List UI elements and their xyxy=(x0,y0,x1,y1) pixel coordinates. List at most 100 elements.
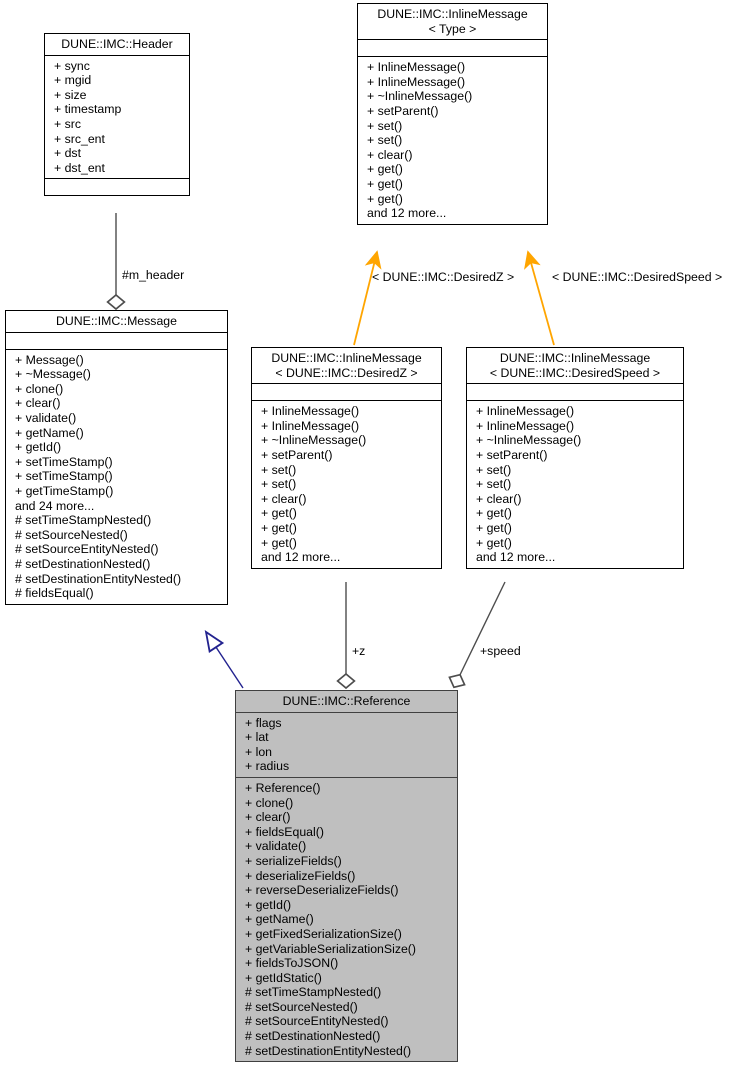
edge-label-speed: +speed xyxy=(480,644,521,658)
edge-speed xyxy=(448,581,506,689)
member-row: + get() xyxy=(261,520,297,535)
class-title: DUNE::IMC::Header xyxy=(61,37,173,51)
member-row: + get() xyxy=(476,506,512,521)
member-row: + clear() xyxy=(476,491,522,506)
member-row: + validate() xyxy=(245,839,307,854)
member-row: # setSourceEntityNested() xyxy=(245,1014,389,1029)
member-row: and 12 more... xyxy=(261,550,341,565)
member-row: + ~InlineMessage() xyxy=(367,89,473,104)
member-row: + getTimeStamp() xyxy=(15,483,114,498)
attributes-compartment: + sync+ mgid+ size+ timestamp+ src+ src_… xyxy=(45,56,189,179)
compartment-divider xyxy=(6,348,227,350)
compartment-divider xyxy=(358,39,547,41)
member-row: + set() xyxy=(261,462,297,477)
class-title: DUNE::IMC::InlineMessage < DUNE::IMC::De… xyxy=(271,351,422,380)
operations-compartment: + InlineMessage()+ InlineMessage()+ ~Inl… xyxy=(467,401,683,568)
class-node-inlinemessage-desiredspeed[interactable]: DUNE::IMC::InlineMessage < DUNE::IMC::De… xyxy=(466,347,684,569)
member-row: + clear() xyxy=(367,147,413,162)
member-row: + InlineMessage() xyxy=(261,404,360,419)
member-row: + Reference() xyxy=(245,780,321,795)
operations-compartment: + InlineMessage()+ InlineMessage()+ ~Inl… xyxy=(252,401,441,568)
class-title: DUNE::IMC::InlineMessage < Type > xyxy=(377,7,528,36)
class-node-inlinemessage-type[interactable]: DUNE::IMC::InlineMessage < Type > + Inli… xyxy=(357,3,548,225)
member-row: + getName() xyxy=(15,425,84,440)
member-row: + validate() xyxy=(15,410,77,425)
member-row: + set() xyxy=(476,477,512,492)
member-row: + set() xyxy=(476,462,512,477)
member-row: + ~InlineMessage() xyxy=(476,433,582,448)
member-row: + fieldsToJSON() xyxy=(245,956,339,971)
member-row: + get() xyxy=(261,535,297,550)
member-row: + InlineMessage() xyxy=(476,404,575,419)
member-row: # setDestinationNested() xyxy=(245,1029,381,1044)
member-row: # setSourceNested() xyxy=(245,999,358,1014)
member-row: + set() xyxy=(367,118,403,133)
member-row: + setParent() xyxy=(476,447,548,462)
class-title: DUNE::IMC::Reference xyxy=(282,694,411,708)
operations-compartment: + Message()+ ~Message()+ clone()+ clear(… xyxy=(6,350,227,604)
attributes-compartment xyxy=(252,384,441,400)
compartment-divider xyxy=(252,383,441,385)
edge-label-template-desiredspeed: < DUNE::IMC::DesiredSpeed > xyxy=(552,270,723,284)
edge-label-z: +z xyxy=(352,644,366,658)
member-row: + mgid xyxy=(54,73,92,88)
member-row: + InlineMessage() xyxy=(476,418,575,433)
member-row: + getName() xyxy=(245,912,314,927)
member-row: + src_ent xyxy=(54,131,105,146)
member-row: + sync xyxy=(54,58,90,73)
member-row: and 24 more... xyxy=(15,498,95,513)
member-row: # setSourceNested() xyxy=(15,527,128,542)
compartment-divider xyxy=(358,56,547,58)
class-node-header[interactable]: DUNE::IMC::Header + sync+ mgid+ size+ ti… xyxy=(44,33,190,197)
member-row: + clear() xyxy=(15,396,61,411)
member-row: # setDestinationEntityNested() xyxy=(245,1043,412,1058)
member-row: + getId() xyxy=(15,440,62,455)
member-row: + dst xyxy=(54,146,82,161)
member-row: + get() xyxy=(476,520,512,535)
member-row: + set() xyxy=(261,477,297,492)
member-row: + src xyxy=(54,116,81,131)
member-row: + get() xyxy=(367,191,403,206)
edge-label-template-desiredz: < DUNE::IMC::DesiredZ > xyxy=(372,270,515,284)
member-row: + size xyxy=(54,87,87,102)
member-row: and 12 more... xyxy=(367,206,447,221)
member-row: + clone() xyxy=(245,795,294,810)
class-title: DUNE::IMC::Message xyxy=(56,314,177,328)
member-row: + deserializeFields() xyxy=(245,868,356,883)
class-node-reference[interactable]: DUNE::IMC::Reference + flags+ lat+ lon+ … xyxy=(235,690,458,1063)
member-row: + clear() xyxy=(261,491,307,506)
edge-template-desiredz xyxy=(353,250,382,346)
member-row: + ~InlineMessage() xyxy=(261,433,367,448)
member-row: + InlineMessage() xyxy=(367,74,466,89)
member-row: # setSourceEntityNested() xyxy=(15,542,159,557)
compartment-divider xyxy=(6,331,227,333)
member-row: + dst_ent xyxy=(54,160,105,175)
member-row: # setTimeStampNested() xyxy=(15,513,152,528)
compartment-divider xyxy=(467,383,683,385)
member-row: + get() xyxy=(476,535,512,550)
member-row: + flags xyxy=(245,715,282,730)
member-row: + getIdStatic() xyxy=(245,970,322,985)
member-row: + get() xyxy=(367,176,403,191)
member-row: + getId() xyxy=(245,897,292,912)
edge-label-m-header: #m_header xyxy=(122,268,185,282)
compartment-divider xyxy=(45,178,189,180)
member-row: + ~Message() xyxy=(15,367,91,382)
class-node-inlinemessage-desiredz[interactable]: DUNE::IMC::InlineMessage < DUNE::IMC::De… xyxy=(251,347,442,569)
attributes-compartment: + flags+ lat+ lon+ radius xyxy=(236,713,457,777)
operations-compartment xyxy=(45,179,189,195)
member-row: + serializeFields() xyxy=(245,853,342,868)
member-row: + timestamp xyxy=(54,102,122,117)
class-node-message[interactable]: DUNE::IMC::Message + Message()+ ~Message… xyxy=(5,310,228,605)
member-row: + fieldsEqual() xyxy=(245,824,324,839)
member-row: + setTimeStamp() xyxy=(15,454,113,469)
member-row: + radius xyxy=(245,759,290,774)
member-row: + getFixedSerializationSize() xyxy=(245,926,402,941)
attributes-compartment xyxy=(358,40,547,56)
member-row: + clear() xyxy=(245,810,291,825)
member-row: and 12 more... xyxy=(476,550,556,565)
member-row: # setDestinationEntityNested() xyxy=(15,571,182,586)
member-row: + lon xyxy=(245,744,273,759)
edge-template-desiredspeed xyxy=(524,250,555,346)
